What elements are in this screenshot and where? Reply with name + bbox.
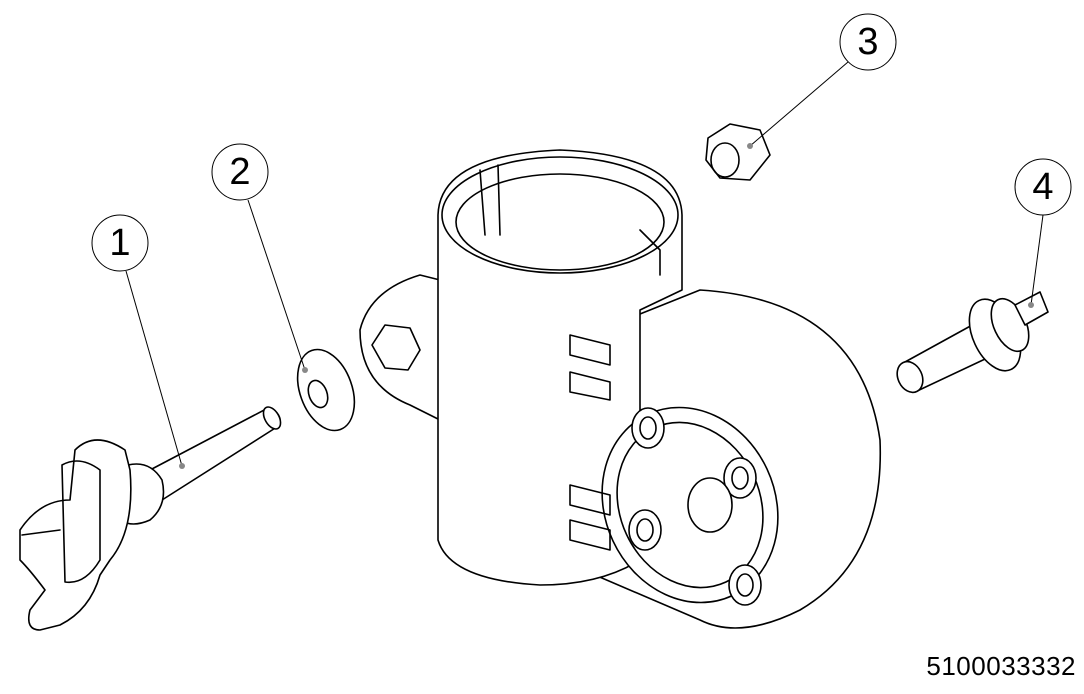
callout-circle-1 <box>91 214 149 272</box>
leader-dot-2 <box>302 367 308 373</box>
leader-line-3 <box>749 61 849 147</box>
hex-nut-part <box>705 123 771 181</box>
leader-line-1 <box>125 270 183 467</box>
leader-line-4 <box>1030 214 1044 306</box>
wing-knob-bolt-part <box>19 406 282 631</box>
callout-label-1: 1 <box>109 222 131 264</box>
callout-label-3: 3 <box>857 21 879 63</box>
clamp-body-part <box>359 149 882 629</box>
callout-circle-4 <box>1014 158 1072 216</box>
leader-dot-3 <box>747 143 753 149</box>
callout-label-2: 2 <box>229 151 251 193</box>
washer-part <box>296 348 356 432</box>
part-number: 5100033332 <box>926 651 1076 681</box>
leader-dot-4 <box>1028 302 1034 308</box>
callout-label-4: 4 <box>1032 166 1054 208</box>
callout-circle-3 <box>839 13 897 71</box>
leader-dot-1 <box>179 463 185 469</box>
callout-circle-2 <box>211 143 269 201</box>
leader-line-2 <box>247 199 306 371</box>
pin-part <box>896 291 1049 394</box>
leader-lines <box>125 61 1044 469</box>
